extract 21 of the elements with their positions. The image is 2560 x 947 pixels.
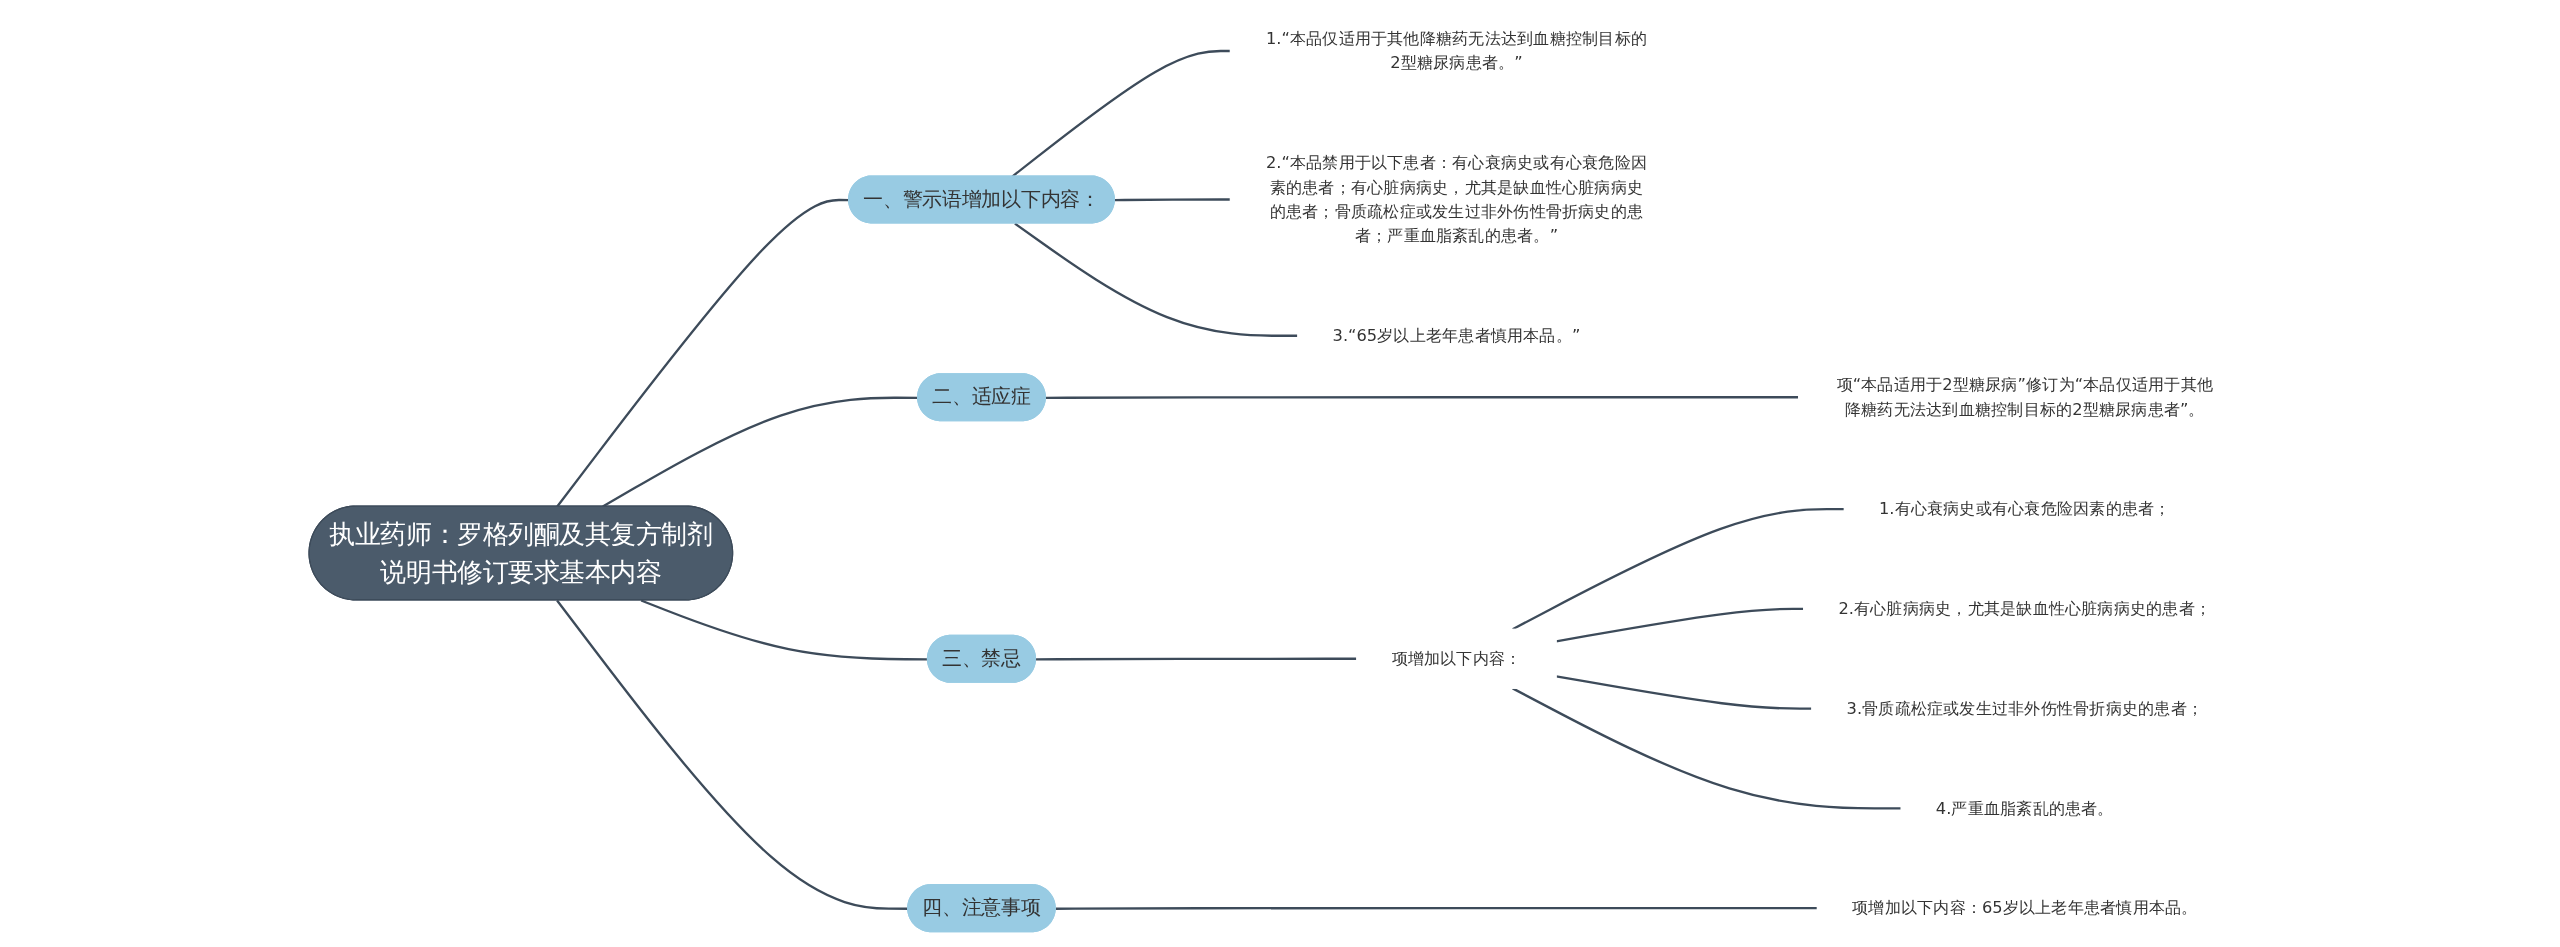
connector: [1556, 675, 1812, 710]
node-text: 3.“65岁以上老年患者慎用本品。”: [1332, 325, 1581, 345]
connector: [1036, 657, 1357, 661]
connector: [1512, 687, 1902, 810]
connector: [1512, 508, 1845, 631]
node-text: 项“本品适用于2型糖尿病”修订为“本品仅适用于其他降糖药无法达到血糖控制目标的2型糖尿病患者”。: [1836, 375, 2214, 419]
connector: [1556, 607, 1804, 643]
connector: [556, 599, 909, 910]
node-text: 1.“本品仅适用于其他降糖药无法达到血糖控制目标的2型糖尿病患者。”: [1265, 29, 1648, 72]
connector: [1114, 198, 1231, 202]
connector: [1045, 396, 1799, 399]
node-text: 4.严重血脂紊乱的患者。: [1935, 798, 2114, 818]
node-text: 项增加以下内容：: [1391, 648, 1522, 668]
connector: [1055, 907, 1818, 910]
connector: [1011, 49, 1231, 178]
node-text: 3.骨质疏松症或发生过非外伤性骨折病史的患者；: [1846, 698, 2204, 718]
connector: [1014, 222, 1298, 337]
node-text: 2.“本品禁用于以下患者：有心衰病史或有心衰危险因素的患者；有心脏病病史，尤其是缺血性心脏病病史的患者；骨质疏松症或发生过非外伤性骨折病史的患者；严重血脂紊乱的患者。”: [1265, 153, 1648, 245]
node-text: 1.有心衰病史或有心衰危险因素的患者；: [1879, 499, 2171, 518]
node-text: 项增加以下内容：65岁以上老年患者慎用本品。: [1852, 898, 2198, 917]
node-text: 2.有心脏病病史，尤其是缺血性心脏病病史的患者；: [1838, 599, 2212, 618]
